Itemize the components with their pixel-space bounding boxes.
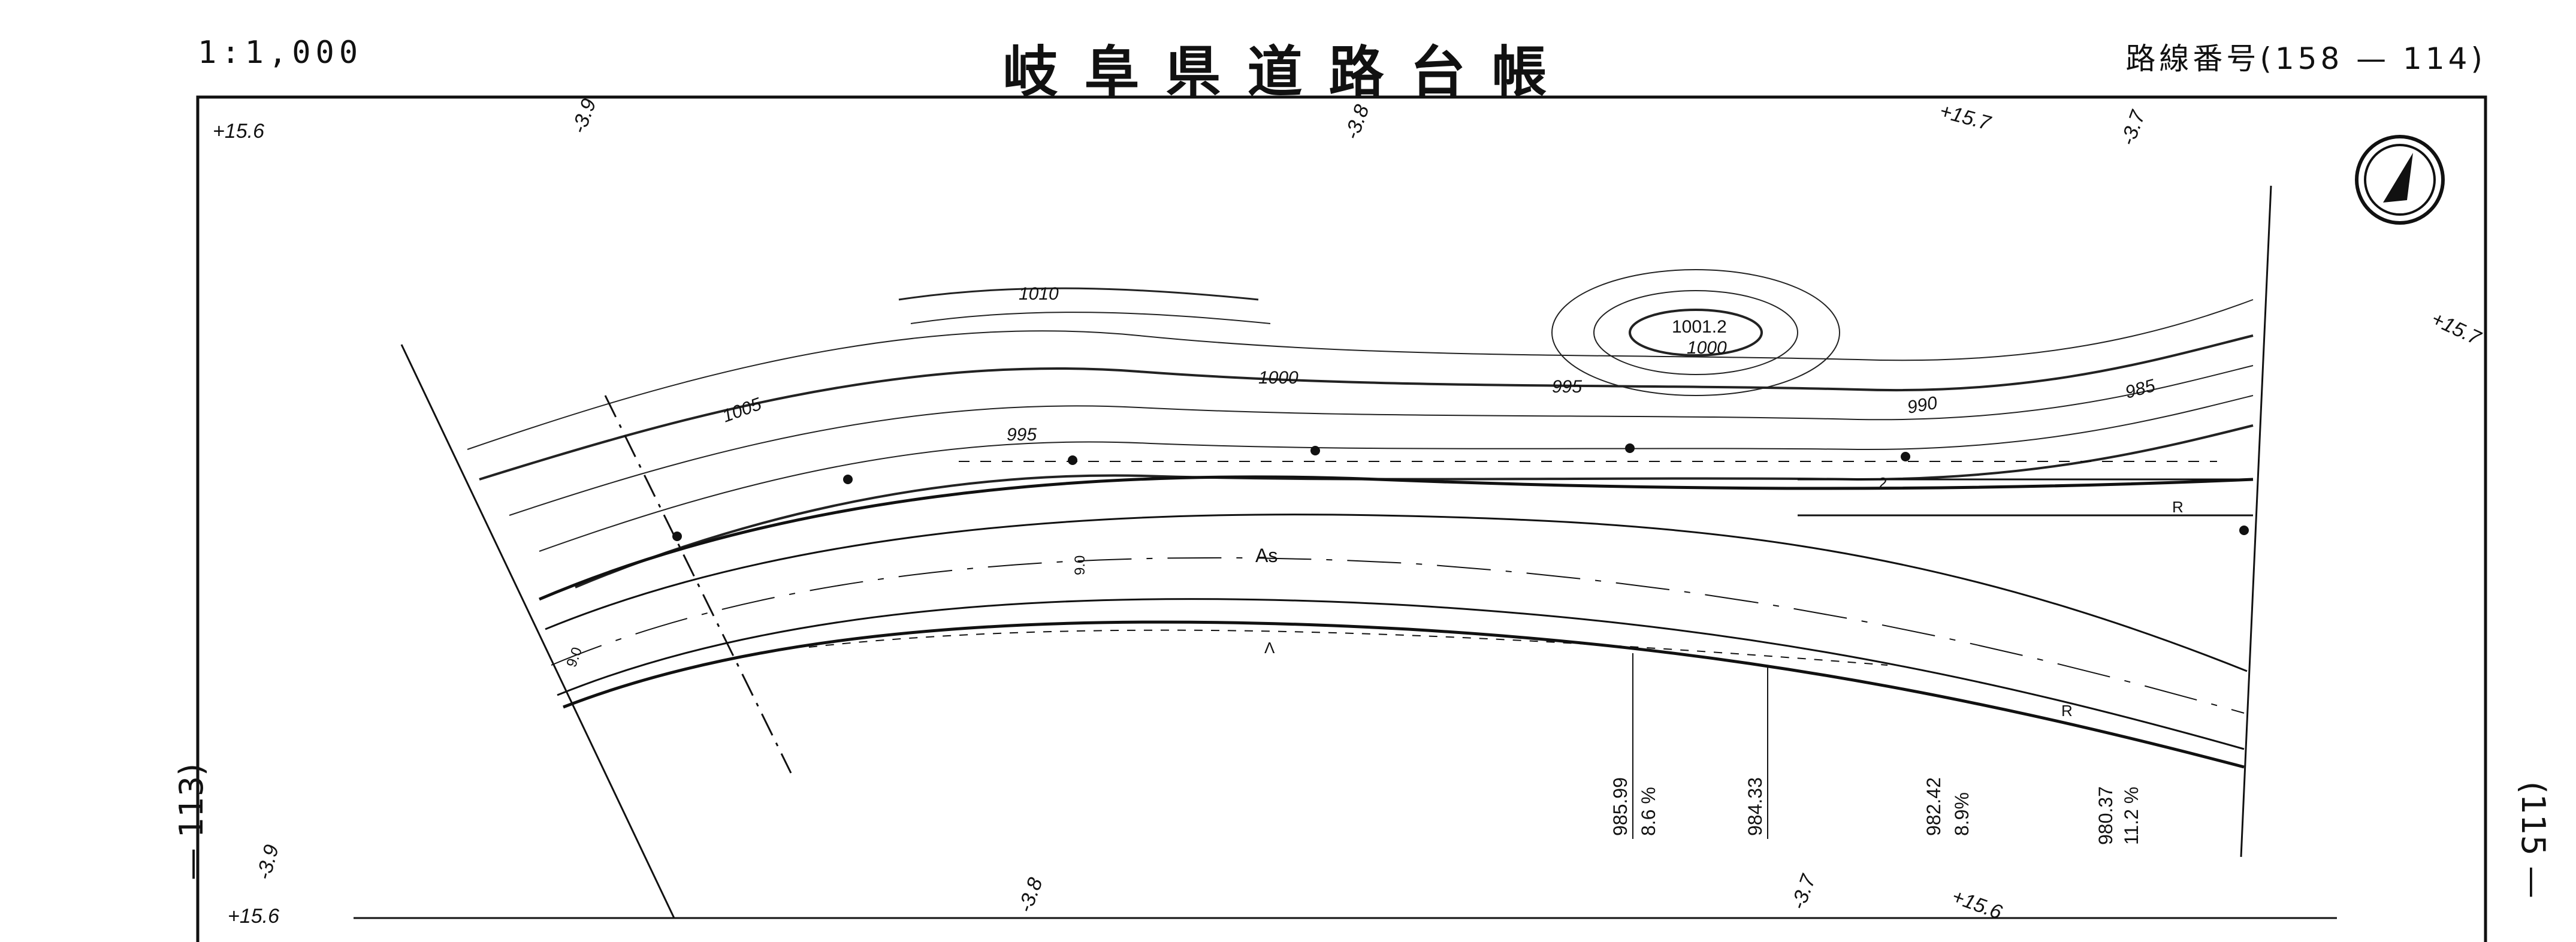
contour-label: 995 — [1007, 425, 1037, 445]
scale-label: 1:1,000 — [198, 35, 363, 71]
edge-label: -3.8 — [1014, 875, 1047, 916]
grade-value: 8.6 % — [1638, 787, 1659, 836]
elevation-value: 982.42 — [1923, 777, 1944, 836]
side-road-width: 2 — [1879, 474, 1887, 492]
elevation-value: 980.37 — [2095, 786, 2116, 845]
edge-label: -3.7 — [2116, 107, 2150, 149]
road-edge-bottom-inner — [557, 598, 2245, 750]
road-symbol: R — [2061, 702, 2073, 720]
side-road — [1798, 478, 2253, 517]
map-boundary-right — [2240, 185, 2272, 858]
road-edge-top — [539, 475, 2254, 601]
road-symbol: R — [2172, 498, 2184, 516]
road-width-label: 9.0 — [1072, 555, 1088, 575]
survey-line — [604, 395, 792, 774]
road-surface-label: As — [1255, 545, 1278, 566]
road — [539, 461, 2254, 769]
route-number: 路線番号(158 — 114) — [2125, 41, 2486, 76]
elevation-value: 985.99 — [1609, 777, 1631, 836]
survey-points — [672, 443, 2249, 541]
frame-edge-labels: +15.6 -3.9 -3.8 +15.7 -3.7 +15.7 +15.6 -… — [213, 96, 2485, 928]
grade-value: 8.9% — [1951, 792, 1973, 836]
sheet-frame — [196, 95, 2487, 942]
contour-label: 985 — [2123, 376, 2157, 403]
road-edge-bottom — [563, 620, 2245, 769]
road-symbol: Λ — [1264, 639, 1275, 657]
map-boundary-left — [400, 344, 675, 919]
grade-value: 11.2 % — [2121, 787, 2142, 845]
elevation-annotations: 985.99 8.6 % 984.33 982.42 8.9% 980.37 1… — [1609, 653, 2142, 845]
edge-label: +15.7 — [1937, 99, 1994, 135]
contour-label: 1000 — [1687, 338, 1727, 358]
edge-label: +15.6 — [213, 120, 264, 143]
elevation-value: 984.33 — [1744, 777, 1766, 836]
road-edge-top-inner — [545, 514, 2248, 672]
contour-label: 990 — [1905, 393, 1938, 418]
edge-label: -3.7 — [1787, 871, 1820, 913]
road-centerline — [551, 557, 2245, 714]
contour-labels: 1010 1005 1000 995 995 990 985 1001.2 10… — [720, 284, 2157, 445]
page-title: 岐阜県道路台帳 — [1002, 40, 1574, 104]
edge-label: -3.9 — [252, 843, 283, 883]
contour-lines — [467, 269, 2254, 588]
contour-label: 1005 — [720, 394, 764, 427]
spot-height: 1001.2 — [1672, 317, 1727, 337]
contour-label: 1010 — [1019, 284, 1059, 304]
road-width-label: 9.0 — [563, 645, 585, 669]
edge-label: +15.6 — [228, 905, 279, 928]
contour-label: 995 — [1552, 377, 1582, 397]
edge-label: -3.9 — [567, 96, 601, 137]
edge-label: +15.7 — [2428, 307, 2485, 350]
contour-label: 1000 — [1258, 368, 1298, 388]
gutter-line — [808, 629, 1888, 666]
edge-label: -3.8 — [1340, 102, 1374, 143]
north-arrow-icon — [2355, 135, 2445, 225]
road-labels: As 9.0 9.0 2 R R Λ — [563, 474, 2184, 720]
